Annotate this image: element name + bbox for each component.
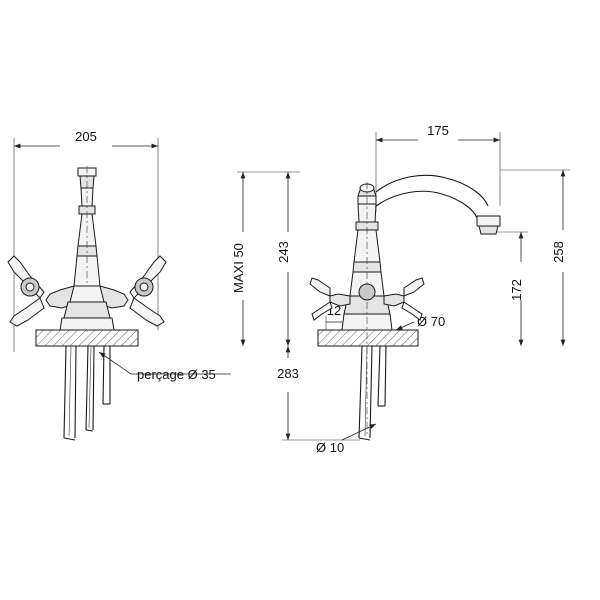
front-handle-left bbox=[7, 255, 75, 327]
dim-d10-text: Ø 10 bbox=[316, 440, 344, 455]
side-tails bbox=[358, 345, 387, 441]
front-base bbox=[59, 285, 115, 331]
drill-note-text: perçage Ø 35 bbox=[137, 367, 216, 382]
front-view: 205 bbox=[7, 129, 231, 441]
dim-283-text: 283 bbox=[277, 366, 299, 381]
dim-175-text: 175 bbox=[427, 123, 449, 138]
dim-205-text: 205 bbox=[75, 129, 97, 144]
dimension-283: 283 bbox=[277, 346, 360, 441]
side-handles bbox=[309, 277, 425, 321]
dim-258-text: 258 bbox=[551, 241, 566, 263]
drill-note: perçage Ø 35 bbox=[98, 351, 231, 382]
dim-172-text: 172 bbox=[509, 279, 524, 301]
dimension-258: 258 bbox=[500, 169, 570, 346]
dim-maxi50-text: MAXI 50 bbox=[231, 243, 246, 293]
dim-d70-text: Ø 70 bbox=[417, 314, 445, 329]
front-tails bbox=[63, 345, 111, 441]
side-faucet-body bbox=[341, 174, 501, 436]
front-mounting-plate bbox=[35, 329, 139, 347]
side-mounting-plate bbox=[317, 329, 419, 347]
dimension-172: 172 bbox=[490, 231, 528, 346]
dimension-175: 175 bbox=[375, 123, 501, 212]
dim-243-text: 243 bbox=[276, 241, 291, 263]
front-handle-right bbox=[99, 255, 167, 327]
dimension-d70: Ø 70 bbox=[395, 314, 445, 331]
dimension-205: 205 bbox=[14, 129, 158, 149]
side-view: MAXI 50 243 283 175 bbox=[231, 123, 570, 455]
dimension-243: 243 bbox=[276, 172, 291, 346]
